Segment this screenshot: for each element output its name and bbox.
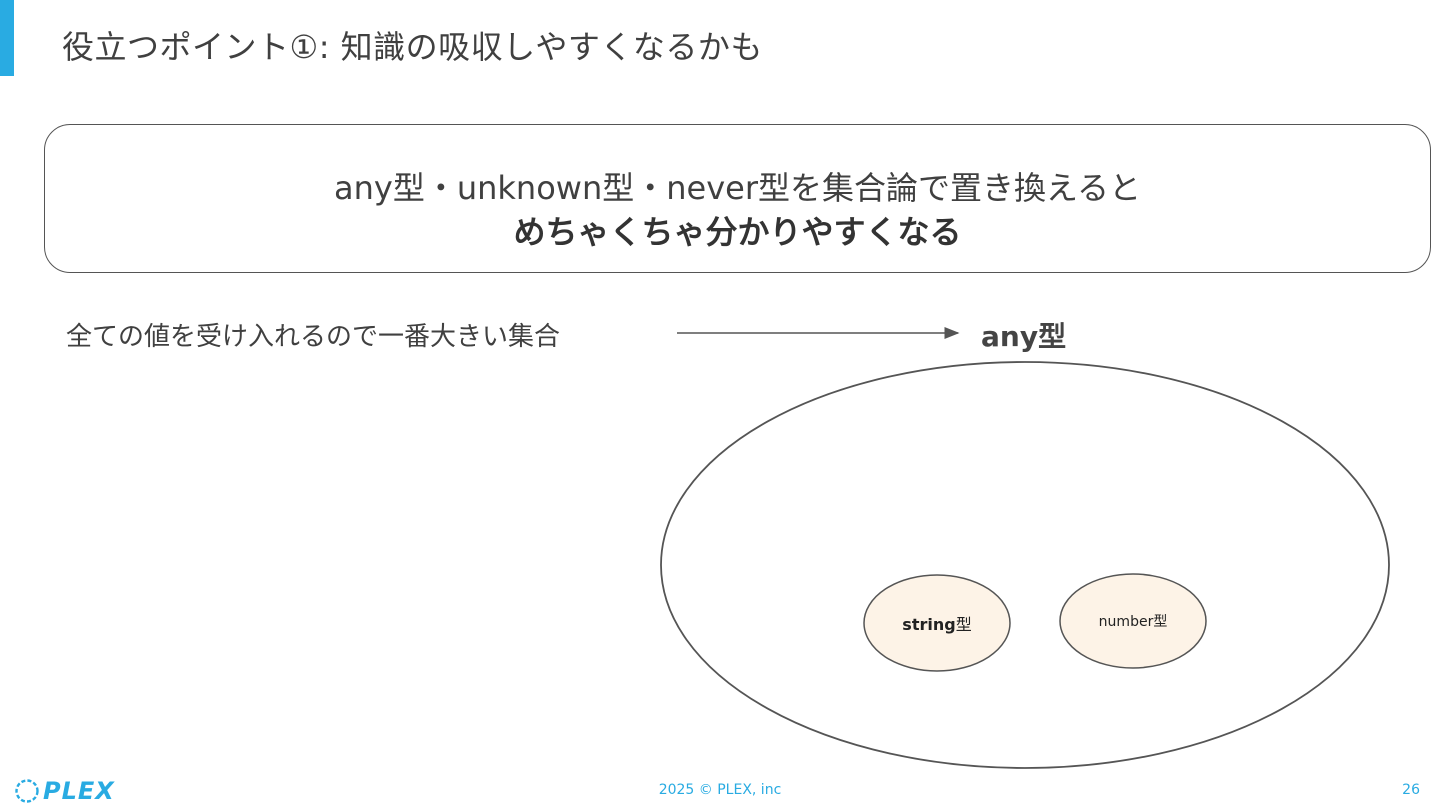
string-set-label: string型	[902, 611, 971, 635]
any-set-description: 全ての値を受け入れるので一番大きい集合	[66, 322, 561, 352]
footer-copyright: 2025 © PLEX, inc	[658, 782, 782, 798]
number-set-suffix: 型	[1153, 614, 1168, 630]
plex-logo-text: PLEX	[43, 777, 115, 805]
string-set-name: string	[902, 615, 956, 634]
page-number: 26	[1402, 782, 1420, 798]
number-set-label: number型	[1099, 611, 1168, 631]
number-set-name: number	[1098, 614, 1154, 630]
string-set-suffix: 型	[955, 615, 972, 634]
callout-line-2: めちゃくちゃ分かりやすくなる	[513, 213, 962, 251]
slide-title: 役立つポイント①: 知識の吸収しやすくなるかも	[62, 28, 763, 66]
any-set-label: any型	[981, 320, 1067, 353]
callout-line-1: any型・unknown型・never型を集合論で置き換えると	[333, 169, 1142, 207]
title-accent-bar	[0, 0, 14, 76]
plex-logo: PLEX	[14, 776, 115, 806]
callout-box: any型・unknown型・never型を集合論で置き換えると めちゃくちゃ分か…	[44, 124, 1431, 273]
plex-logo-ring-icon	[15, 779, 39, 803]
any-set-ellipse	[660, 361, 1390, 769]
